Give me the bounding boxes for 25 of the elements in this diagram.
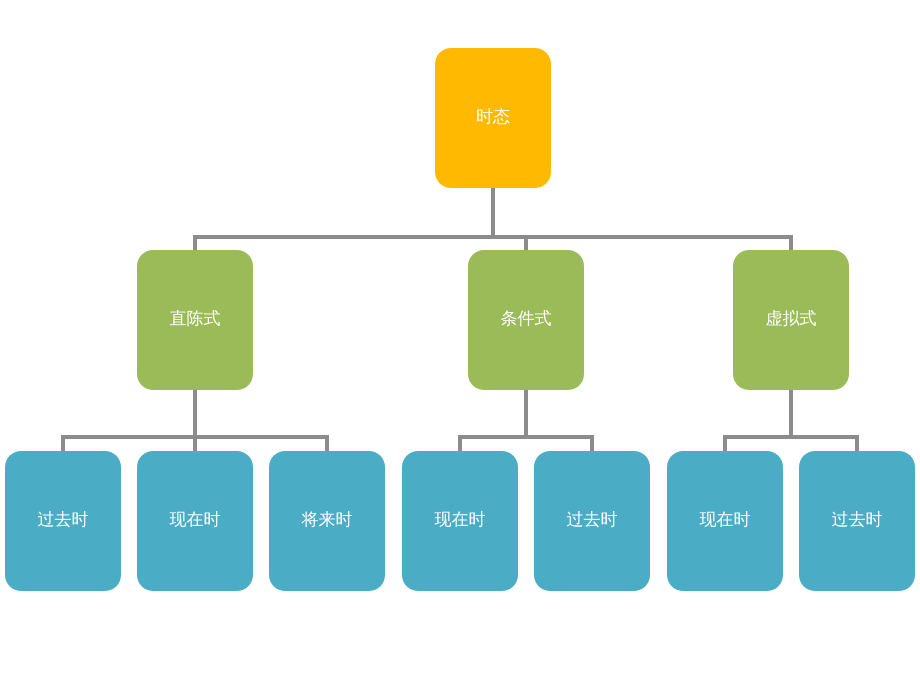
org-box <box>799 451 915 591</box>
org-box <box>534 451 650 591</box>
org-box <box>137 451 253 591</box>
box-label: 过去时 <box>38 509 88 532</box>
box-label: 过去时 <box>832 509 882 532</box>
org-box <box>269 451 385 591</box>
box-label: 现在时 <box>434 509 486 532</box>
box-label: 直陈式 <box>170 308 220 332</box>
box-label: 现在时 <box>700 509 750 532</box>
box-label: 虚拟式 <box>766 308 816 332</box>
box-label: 将来时 <box>302 509 352 532</box>
org-box <box>435 48 551 188</box>
connector-line <box>524 390 594 451</box>
org-box <box>733 250 849 390</box>
org-box <box>137 250 253 390</box>
org-box <box>468 250 584 390</box>
box-label: 时态 <box>476 106 510 130</box>
box-label: 现在时 <box>170 509 220 532</box>
org-box <box>402 451 518 591</box>
box-label: 过去时 <box>566 509 618 532</box>
org-box <box>667 451 783 591</box>
org-box <box>5 451 121 591</box>
box-label: 条件式 <box>500 308 552 332</box>
connector-line <box>789 390 859 451</box>
connector-line <box>491 188 793 250</box>
